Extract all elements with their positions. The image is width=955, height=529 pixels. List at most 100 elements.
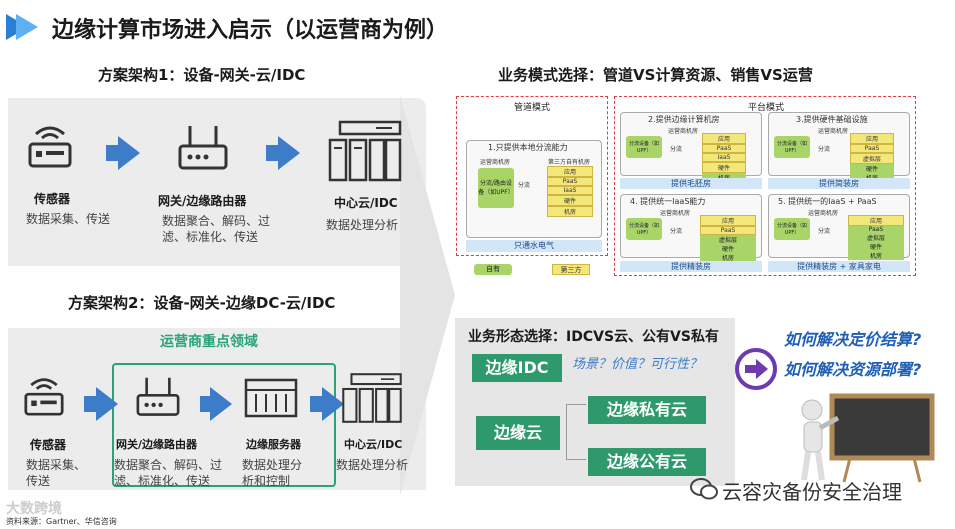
- router-icon-2: [136, 376, 180, 418]
- platform-cell-3-footer: 提供精装房: [620, 261, 762, 272]
- scheme2-edge-server-desc-1: 数据处理分: [242, 458, 303, 472]
- flow-arrow-4-stem: [200, 396, 212, 412]
- wechat-icon: [690, 478, 718, 504]
- flow-arrow-icon: [118, 136, 140, 170]
- scheme1-cloud-name: 中心云/IDC: [334, 196, 398, 210]
- pipe-mode-title: 管道模式: [514, 103, 551, 113]
- scheme1-cloud-desc: 数据处理分析: [326, 218, 399, 232]
- platform-cell-1-title: 2.提供边缘计算机房: [648, 115, 720, 124]
- branch-connector: [566, 404, 586, 460]
- stack-layer: 应用: [700, 215, 756, 226]
- scheme2-gateway-desc-2: 滤、标准化、传送: [114, 474, 211, 488]
- scheme1-sensor-name: 传感器: [34, 192, 71, 206]
- stack-layer: 硬件: [702, 162, 746, 173]
- pipe-third-room-label: 第三方自有机房: [548, 159, 591, 166]
- watermark-logo: 大数跨境: [6, 498, 62, 518]
- flow-arrow-icon-5: [322, 387, 344, 421]
- legend-third: 第三方: [552, 264, 590, 275]
- platform-mode-panel: [614, 96, 916, 276]
- stack-layer: 机房: [700, 253, 756, 262]
- stack-layer: PaaS: [702, 144, 746, 153]
- stack-layer: 硬件: [700, 244, 756, 253]
- platform-cell-2-stack: 应用 PaaS 虚拟层 硬件 机房: [850, 133, 894, 182]
- platform-cell-3-stack: 应用 PaaS 虚拟层 硬件 机房: [700, 215, 756, 262]
- pipe-device: 分流/路由设备（如UPF）: [478, 168, 514, 208]
- stack-layer: 机房: [848, 251, 904, 260]
- pipe-item-title: 1.只提供本地分流能力: [488, 143, 568, 152]
- legend-own: 自有: [474, 264, 512, 275]
- stack-layer: PaaS: [700, 226, 756, 235]
- flow-arrow-icon-2: [278, 136, 300, 170]
- server-rack-icon-2: [340, 372, 404, 424]
- stack-layer: 硬件: [850, 164, 894, 173]
- wechat-account-name: 云容灾备份安全治理: [722, 480, 902, 504]
- focus-area-label: 运营商重点领域: [160, 334, 258, 350]
- platform-cell-2-title: 3.提供硬件基础设施: [796, 115, 868, 124]
- scenario-question: 场景？价值？可行性？: [572, 357, 703, 372]
- platform-cell-2-room: 运营商机房: [818, 128, 849, 135]
- platform-mode-title: 平台模式: [748, 103, 785, 113]
- stack-layer: 虚拟层: [700, 235, 756, 244]
- platform-cell-1-stack: 应用 PaaS IaaS 硬件 机房: [702, 133, 746, 182]
- arrow-circle-icon: [735, 348, 777, 390]
- flow-arrow-1-stem: [106, 145, 120, 161]
- pipe-room-label: 运营商机房: [480, 159, 511, 166]
- watermark-logo-text: 大数跨境: [6, 501, 62, 517]
- platform-cell-1-device: 分流设备（如UPF）: [626, 136, 662, 158]
- scheme2-title: 方案架构2：设备-网关-边缘DC-云/IDC: [68, 294, 336, 312]
- edge-cloud-tag: 边缘云: [476, 416, 560, 450]
- scheme1-sensor-desc: 数据采集、传送: [26, 212, 111, 226]
- platform-cell-1-footer: 提供毛胚房: [620, 178, 762, 189]
- stack-layer: 硬件: [848, 242, 904, 251]
- edge-server-icon: [244, 378, 298, 418]
- scheme2-gateway-name: 网关/边缘路由器: [116, 438, 198, 451]
- stack-layer: PaaS: [848, 226, 904, 233]
- sensor-icon: [26, 124, 74, 168]
- platform-cell-4-stack: 应用 PaaS 虚拟层 硬件 机房: [848, 215, 904, 260]
- teacher-blackboard-illustration: [790, 388, 940, 488]
- stack-layer: PaaS: [850, 144, 894, 153]
- flow-arrow-5-stem: [310, 396, 324, 412]
- stack-layer: 机房: [547, 206, 593, 217]
- edge-private-cloud-tag: 边缘私有云: [588, 396, 706, 424]
- scheme1-gateway-desc-2: 滤、标准化、传送: [162, 230, 259, 244]
- stack-layer: 应用: [848, 215, 904, 226]
- scheme2-sensor-desc-2: 传送: [26, 474, 51, 488]
- pipe-mode-panel: [456, 96, 608, 256]
- pipe-footer: 只通水电气: [466, 240, 602, 252]
- flow-arrow-icon-3: [96, 387, 118, 421]
- question-deployment: 如何解决资源部署?: [784, 360, 922, 379]
- platform-cell-4-device: 分流设备（如UPF）: [774, 218, 810, 240]
- platform-cell-3-flow: 分流: [670, 228, 683, 235]
- source-note: 资料来源：Gartner、华信咨询: [6, 517, 117, 526]
- page-title: 边缘计算市场进入启示（以运营商为例）: [52, 18, 449, 43]
- server-rack-icon: [326, 120, 404, 182]
- flow-arrow-2-stem: [266, 145, 280, 161]
- scheme1-gateway-name: 网关/边缘路由器: [158, 194, 247, 208]
- pipe-flow-label: 分流: [518, 182, 531, 189]
- platform-cell-3-room: 运营商机房: [660, 210, 691, 217]
- stack-layer: IaaS: [547, 186, 593, 195]
- scheme2-edge-server-name: 边缘服务器: [246, 438, 301, 451]
- platform-cell-1-room: 运营商机房: [668, 128, 699, 135]
- platform-cell-2-flow: 分流: [818, 146, 831, 153]
- stack-layer: 硬件: [547, 195, 593, 206]
- platform-cell-3-title: 4. 提供统一IaaS能力: [630, 197, 706, 206]
- sensor-icon-2: [22, 376, 66, 416]
- focus-area-box: [112, 363, 336, 487]
- chevron-divider: [400, 95, 455, 495]
- stack-layer: 应用: [547, 166, 593, 177]
- platform-cell-2-device: 分流设备（如UPF）: [774, 136, 810, 158]
- business-form-title: 业务形态选择：IDCVS云、公有VS私有: [468, 329, 719, 345]
- stack-layer: IaaS: [702, 153, 746, 162]
- platform-cell-4-room: 运营商机房: [808, 210, 839, 217]
- platform-cell-4-flow: 分流: [818, 228, 831, 235]
- scheme2-sensor-desc-1: 数据采集、: [26, 458, 87, 472]
- platform-cell-4-footer: 提供精装房 + 家具家电: [768, 261, 910, 272]
- question-pricing: 如何解决定价结算?: [784, 330, 922, 349]
- platform-cell-4-title: 5. 提供统一的IaaS + PaaS: [778, 197, 877, 206]
- scheme2-sensor-name: 传感器: [30, 438, 67, 452]
- stack-layer: 应用: [850, 133, 894, 144]
- stack-layer: 虚拟层: [848, 233, 904, 242]
- business-model-title: 业务模式选择：管道VS计算资源、销售VS运营: [498, 66, 813, 84]
